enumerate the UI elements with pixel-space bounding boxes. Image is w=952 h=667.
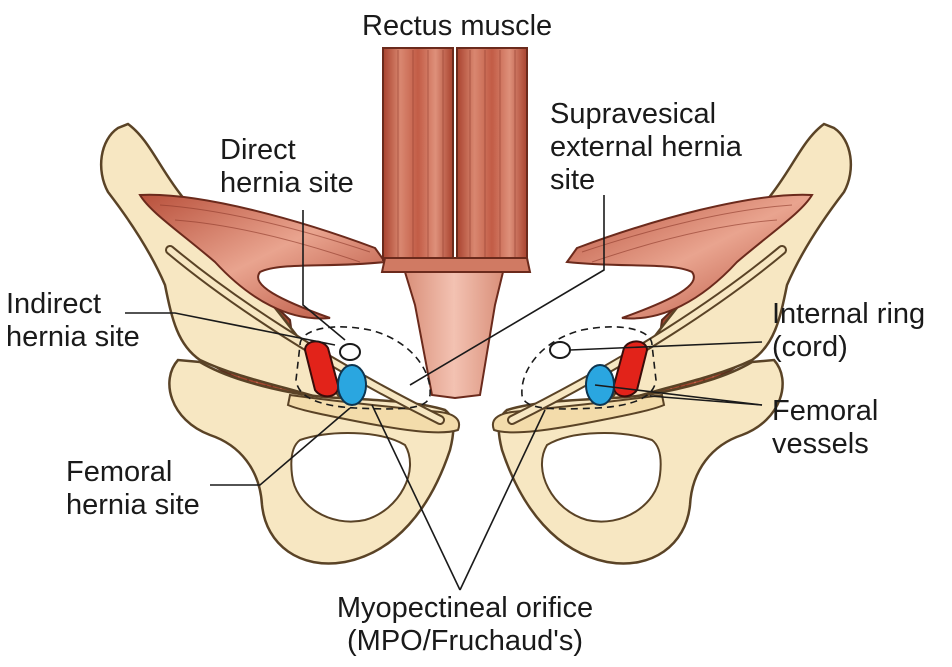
left-femoral-vein [338, 365, 366, 405]
femoral-vessels-label: Femoral vessels [772, 395, 878, 461]
left-internal-ring [340, 344, 360, 360]
rectus-muscle-right [457, 48, 527, 260]
indirect-hernia-label: Indirect hernia site [6, 288, 140, 354]
right-internal-ring [550, 342, 570, 358]
internal-ring-label: Internal ring (cord) [772, 298, 948, 364]
femoral-hernia-label: Femoral hernia site [66, 456, 200, 522]
rectus-muscle-label: Rectus muscle [362, 10, 552, 43]
direct-hernia-label: Direct hernia site [220, 134, 354, 200]
supravesical-hernia-label: Supravesical external hernia site [550, 98, 742, 197]
mpo-label: Myopectineal orifice (MPO/Fruchaud's) [300, 592, 630, 658]
rectus-tendon-band [382, 258, 530, 272]
